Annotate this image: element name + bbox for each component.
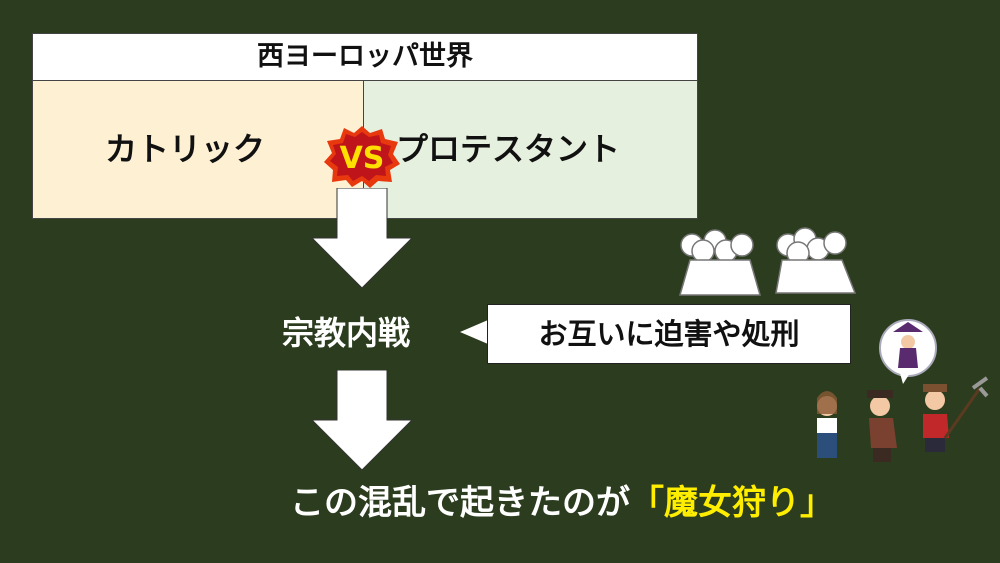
catholic-cell: カトリック bbox=[33, 81, 364, 218]
witch-hunt-illustration bbox=[817, 319, 989, 462]
down-arrow-icon bbox=[312, 188, 412, 288]
speech-tail-icon bbox=[460, 320, 488, 344]
conclusion-text: この混乱で起きたのが「魔女狩り」 bbox=[290, 475, 834, 524]
vs-burst-icon: VS bbox=[324, 126, 400, 188]
box-title: 西ヨーロッパ世界 bbox=[33, 34, 697, 81]
conclusion-prefix: この混乱で起きたのが bbox=[290, 483, 630, 523]
crowd-fighting-icon bbox=[679, 227, 857, 296]
witch-hunt-highlight: 「魔女狩り」 bbox=[630, 483, 834, 523]
world-box: 西ヨーロッパ世界 カトリック プロテスタント bbox=[32, 33, 698, 219]
down-arrow-icon bbox=[312, 370, 412, 470]
persecution-note: お互いに迫害や処刑 bbox=[487, 304, 851, 364]
catholic-label: カトリック bbox=[105, 130, 266, 168]
religious-war-label: 宗教内戦 bbox=[282, 314, 411, 352]
protestant-label: プロテスタント bbox=[396, 130, 621, 168]
protestant-cell: プロテスタント bbox=[364, 81, 697, 218]
vs-text: VS bbox=[340, 141, 385, 176]
